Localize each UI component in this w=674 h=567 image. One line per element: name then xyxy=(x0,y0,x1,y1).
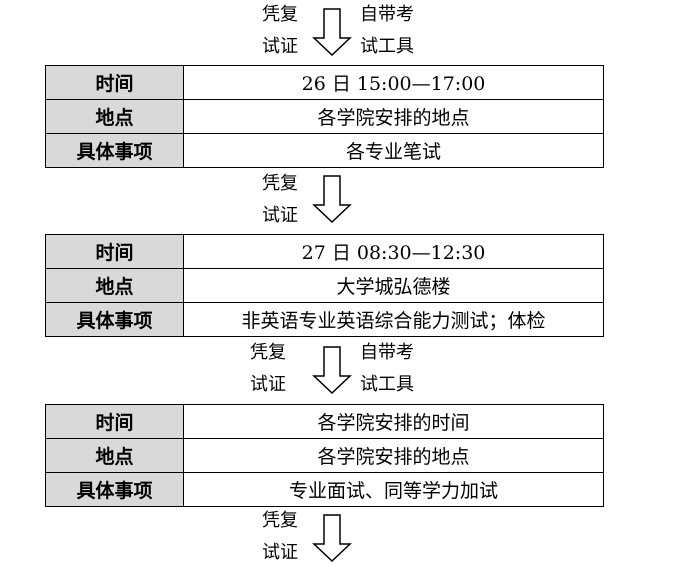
down-arrow-icon xyxy=(312,514,352,563)
connector-left-bottom: 试证 xyxy=(262,542,298,563)
connector-left-top: 凭复 xyxy=(250,342,286,363)
down-arrow-icon xyxy=(312,8,352,56)
connector-left-top: 凭复 xyxy=(262,173,298,194)
table-row: 时间 26 日 15:00—17:00 xyxy=(45,65,604,100)
row-label: 时间 xyxy=(45,65,184,100)
connector-2: 凭复 试证 xyxy=(0,167,674,233)
row-value: 各学院安排的地点 xyxy=(183,99,604,134)
down-arrow-icon xyxy=(312,175,352,223)
table-row: 具体事项 各专业笔试 xyxy=(45,133,604,168)
connector-left-bottom: 试证 xyxy=(250,374,286,395)
connector-right-top: 自带考 xyxy=(360,342,414,363)
info-table-3: 时间 各学院安排的时间 地点 各学院安排的地点 具体事项 专业面试、同等学力加试 xyxy=(45,404,604,507)
connector-4: 凭复 试证 xyxy=(0,506,674,567)
row-value: 大学城弘德楼 xyxy=(183,268,604,303)
connector-3: 凭复 试证 自带考 试工具 xyxy=(0,336,674,404)
connector-left-top: 凭复 xyxy=(262,510,298,531)
table-row: 地点 各学院安排的地点 xyxy=(45,99,604,134)
table-row: 具体事项 专业面试、同等学力加试 xyxy=(45,472,604,507)
row-label: 具体事项 xyxy=(45,302,184,337)
connector-left-bottom: 试证 xyxy=(262,36,298,57)
table-row: 时间 各学院安排的时间 xyxy=(45,404,604,439)
connector-right-bottom: 试工具 xyxy=(360,36,414,57)
row-value: 26 日 15:00—17:00 xyxy=(183,65,604,100)
row-label: 具体事项 xyxy=(45,133,184,168)
row-label: 地点 xyxy=(45,438,184,473)
row-value: 专业面试、同等学力加试 xyxy=(183,472,604,507)
connector-right-top: 自带考 xyxy=(360,4,414,25)
row-label: 地点 xyxy=(45,268,184,303)
info-table-1: 时间 26 日 15:00—17:00 地点 各学院安排的地点 具体事项 各专业… xyxy=(45,65,604,168)
connector-left-top: 凭复 xyxy=(262,4,298,25)
row-label: 具体事项 xyxy=(45,472,184,507)
row-label: 地点 xyxy=(45,99,184,134)
row-label: 时间 xyxy=(45,404,184,439)
row-label: 时间 xyxy=(45,234,184,269)
row-value: 各专业笔试 xyxy=(183,133,604,168)
row-value: 27 日 08:30—12:30 xyxy=(183,234,604,269)
table-row: 具体事项 非英语专业英语综合能力测试；体检 xyxy=(45,302,604,337)
connector-left-bottom: 试证 xyxy=(262,205,298,226)
table-row: 时间 27 日 08:30—12:30 xyxy=(45,234,604,269)
connector-right-bottom: 试工具 xyxy=(360,374,414,395)
info-table-2: 时间 27 日 08:30—12:30 地点 大学城弘德楼 具体事项 非英语专业… xyxy=(45,234,604,337)
row-value: 各学院安排的时间 xyxy=(183,404,604,439)
down-arrow-icon xyxy=(312,346,352,394)
table-row: 地点 各学院安排的地点 xyxy=(45,438,604,473)
connector-1: 凭复 试证 自带考 试工具 xyxy=(0,0,674,64)
table-row: 地点 大学城弘德楼 xyxy=(45,268,604,303)
row-value: 非英语专业英语综合能力测试；体检 xyxy=(183,302,604,337)
row-value: 各学院安排的地点 xyxy=(183,438,604,473)
